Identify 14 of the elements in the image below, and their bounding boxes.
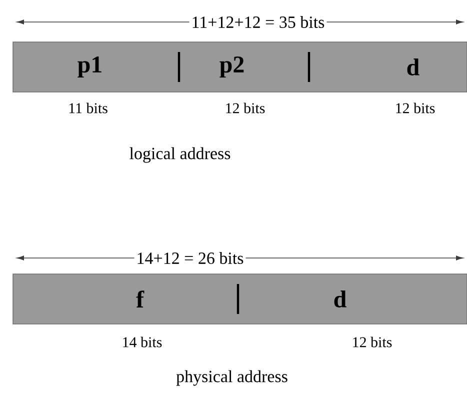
field-label: f [136, 290, 144, 308]
caption: logical address [130, 147, 230, 163]
field-label: p1 [78, 56, 102, 78]
field-label: p2 [220, 56, 244, 78]
field-label: d [407, 58, 420, 76]
caption: physical address [176, 370, 288, 386]
bit-count: 12 bits [226, 102, 265, 114]
bit-count: 12 bits [353, 336, 392, 348]
bit-count: 14 bits [123, 336, 162, 348]
bit-count: 12 bits [396, 102, 435, 114]
field-label: d [334, 290, 346, 308]
dimension-label: 11+12+12 = 35 bits [189, 14, 327, 30]
bit-count: 11 bits [69, 102, 108, 114]
dimension-label: 14+12 = 26 bits [134, 250, 246, 266]
